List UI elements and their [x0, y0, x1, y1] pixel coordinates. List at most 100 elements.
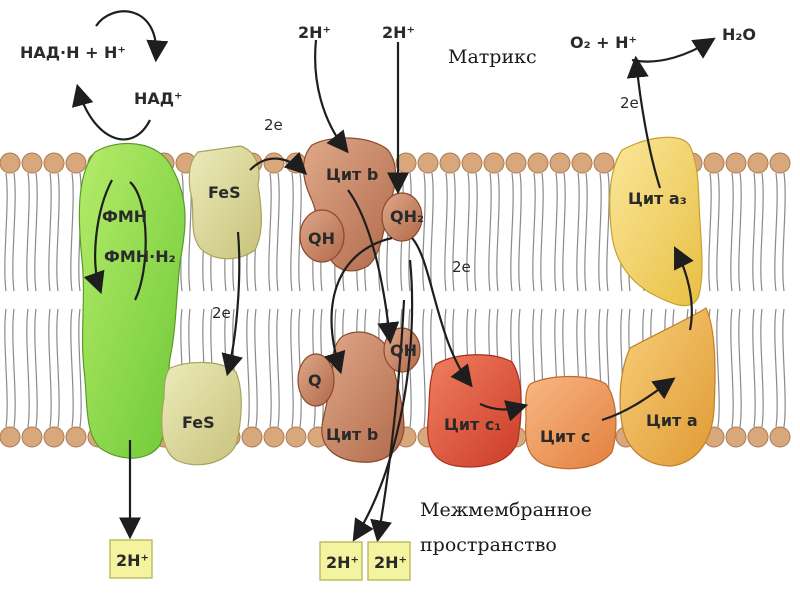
- qh2-down-arrow-1: [352, 259, 414, 542]
- flow-arrows: [71, 10, 716, 543]
- lipid-head: [549, 152, 571, 174]
- lipid-head: [725, 426, 747, 448]
- top-2h-arrow-1: [314, 39, 349, 154]
- cytb-to-qh2-arrow: [347, 189, 400, 345]
- lipid-tail: [276, 172, 280, 292]
- cyt-c1: [427, 354, 522, 468]
- fes-lower-label: FeS: [182, 413, 215, 432]
- lipid-head: [769, 426, 791, 448]
- two-e-fmn-label: 2е: [212, 304, 231, 322]
- lipid-head: [439, 152, 461, 174]
- cyta3-to-o2-arrow: [626, 55, 662, 189]
- lipid-tail: [422, 172, 426, 292]
- lipid-tail: [774, 172, 778, 292]
- lipid-tail: [730, 172, 734, 292]
- lipid-head: [263, 152, 285, 174]
- lipid-head: [43, 426, 65, 448]
- lipid-head: [747, 426, 769, 448]
- lipid-tail: [78, 308, 82, 428]
- top-2h-label-1: 2Н⁺: [298, 23, 331, 42]
- qh2-down-arrow-2: [370, 299, 406, 543]
- cyt-a3-label: Цит a₃: [628, 189, 687, 208]
- proton-box-1-label: 2Н⁺: [116, 551, 149, 570]
- h2o-label: Н₂O: [722, 25, 756, 44]
- lipid-head: [483, 152, 505, 174]
- lipid-tail: [752, 172, 756, 292]
- lipid-tail: [12, 308, 16, 428]
- lipid-head: [43, 152, 65, 174]
- lipid-head: [65, 152, 87, 174]
- fes-upper: [188, 145, 262, 260]
- lipid-tail: [466, 172, 470, 292]
- lipid-tail: [34, 308, 38, 428]
- lipid-tail: [606, 172, 610, 292]
- cytc1-to-cytc-arrow: [479, 400, 529, 422]
- o2-to-h2o-arrow: [631, 37, 716, 63]
- lipid-head: [703, 152, 725, 174]
- lipid-tail: [444, 172, 448, 292]
- lipid-tail: [70, 172, 74, 292]
- nadh-label: НАД·Н + Н⁺: [20, 43, 126, 62]
- fes-down-arrow: [221, 231, 243, 377]
- top-2h-label-2: 2Н⁺: [382, 23, 415, 42]
- lipid-tail: [276, 308, 280, 428]
- lipid-tail: [752, 308, 756, 428]
- two-e-qh2-label: 2е: [452, 258, 471, 276]
- lipid-tail: [268, 308, 272, 428]
- cyt-b-upper-label: Цит b: [326, 165, 378, 184]
- fmn-complex: [78, 142, 186, 459]
- matrix-label: Матрикс: [448, 46, 537, 68]
- lipid-tail: [782, 172, 786, 292]
- lipid-tail: [34, 172, 38, 292]
- q-lower-label: Q: [308, 371, 322, 390]
- lipid-head: [263, 426, 285, 448]
- proton-box-3: 2Н⁺: [367, 541, 411, 581]
- qh2-upper-label: QН₂: [390, 207, 424, 226]
- lipid-head: [461, 152, 483, 174]
- lipid-tail: [290, 308, 294, 428]
- lipid-tail: [540, 172, 544, 292]
- lipid-tail: [708, 172, 712, 292]
- lipid-head: [0, 152, 21, 174]
- lipid-tail: [782, 308, 786, 428]
- two-e-cyt-a3-label: 2е: [620, 94, 639, 112]
- lipid-tail: [554, 172, 558, 292]
- lipid-head: [593, 152, 615, 174]
- lipid-tail: [738, 172, 742, 292]
- lipid-tail: [510, 172, 514, 292]
- nadh-cycle-arrow: [95, 10, 169, 63]
- lipid-head: [527, 152, 549, 174]
- fes-to-cytb-arrow: [249, 151, 308, 176]
- lipid-tail: [532, 172, 536, 292]
- proton-box-3-label: 2Н⁺: [374, 553, 407, 572]
- lipid-tail: [48, 172, 52, 292]
- lipid-tail: [584, 172, 588, 292]
- cyta-to-cyta3-arrow: [674, 246, 694, 331]
- lipid-tail: [452, 172, 456, 292]
- lipid-tail: [738, 308, 742, 428]
- cyt-a: [619, 307, 716, 467]
- qh-lower-label: QН: [390, 341, 417, 360]
- lipid-head: [417, 152, 439, 174]
- lipid-tail: [488, 172, 492, 292]
- qh-left: [299, 209, 345, 263]
- lipid-tail: [716, 308, 720, 428]
- qh2-loop-arrow: [324, 236, 393, 375]
- lipid-tail: [774, 308, 778, 428]
- lipid-tail: [474, 172, 478, 292]
- cyt-c: [524, 375, 617, 470]
- cyt-a-label: Цит a: [646, 411, 698, 430]
- lipid-tail: [48, 308, 52, 428]
- nad-label: НАД⁺: [134, 89, 182, 108]
- proton-box-2-label: 2Н⁺: [326, 553, 359, 572]
- lipid-tail: [518, 172, 522, 292]
- fmn-label: ФМН: [102, 207, 147, 226]
- cytc-to-cyta-arrow: [601, 377, 676, 422]
- lipid-tail: [716, 172, 720, 292]
- fmn-internal-arrow: [129, 181, 147, 301]
- lipid-tail: [730, 308, 734, 428]
- lipid-tail: [26, 172, 30, 292]
- lipid-head: [285, 426, 307, 448]
- lipid-tail: [598, 172, 602, 292]
